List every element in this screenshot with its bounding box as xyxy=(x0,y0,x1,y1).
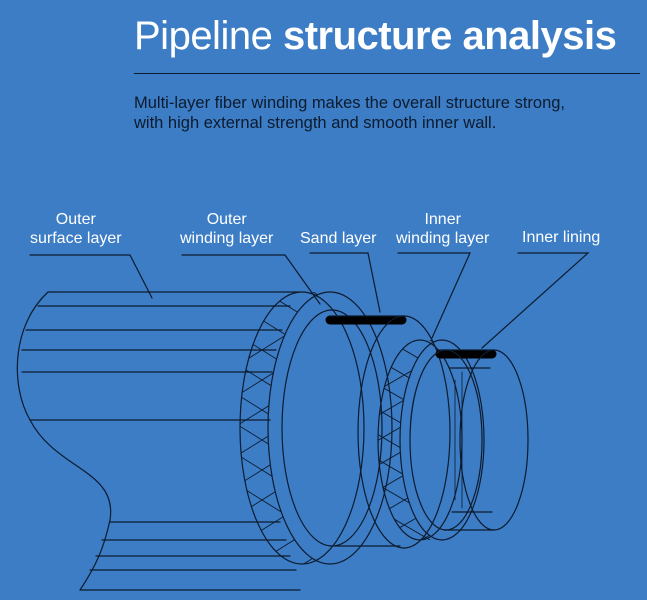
inner-lining xyxy=(409,349,529,531)
title-bold: structure analysis xyxy=(282,14,617,58)
page-title: Pipeline structure analysis xyxy=(134,8,617,64)
description: Multi-layer fiber winding makes the over… xyxy=(134,93,644,133)
label-outer-surface-line-1: Outer xyxy=(55,211,96,228)
title-light: Pipeline xyxy=(134,14,273,58)
inner-winding-layer xyxy=(377,339,485,541)
label-outer-surface-line-2: surface layer xyxy=(30,230,122,247)
description-line-2: with high external strength and smooth i… xyxy=(134,114,497,132)
label-outer-surface-layer: Outer surface layer xyxy=(30,210,122,248)
label-inner-winding-line-2: winding layer xyxy=(396,230,490,247)
title-divider xyxy=(134,73,640,74)
label-outer-winding-line-1: Outer xyxy=(206,211,247,228)
label-inner-winding-layer: Inner winding layer xyxy=(396,210,489,248)
label-outer-winding-line-2: winding layer xyxy=(180,230,274,247)
label-sand-layer: Sand layer xyxy=(300,229,377,248)
description-line-1: Multi-layer fiber winding makes the over… xyxy=(134,94,566,112)
label-outer-winding-layer: Outer winding layer xyxy=(180,210,273,248)
label-inner-winding-line-1: Inner xyxy=(424,211,461,228)
outer-surface-body xyxy=(16,291,301,591)
label-inner-lining-line-1: Inner lining xyxy=(522,229,601,246)
sand-layer xyxy=(325,315,451,549)
label-inner-lining: Inner lining xyxy=(522,228,600,247)
leader-lines xyxy=(29,252,590,349)
label-sand-line-1: Sand layer xyxy=(300,230,377,247)
